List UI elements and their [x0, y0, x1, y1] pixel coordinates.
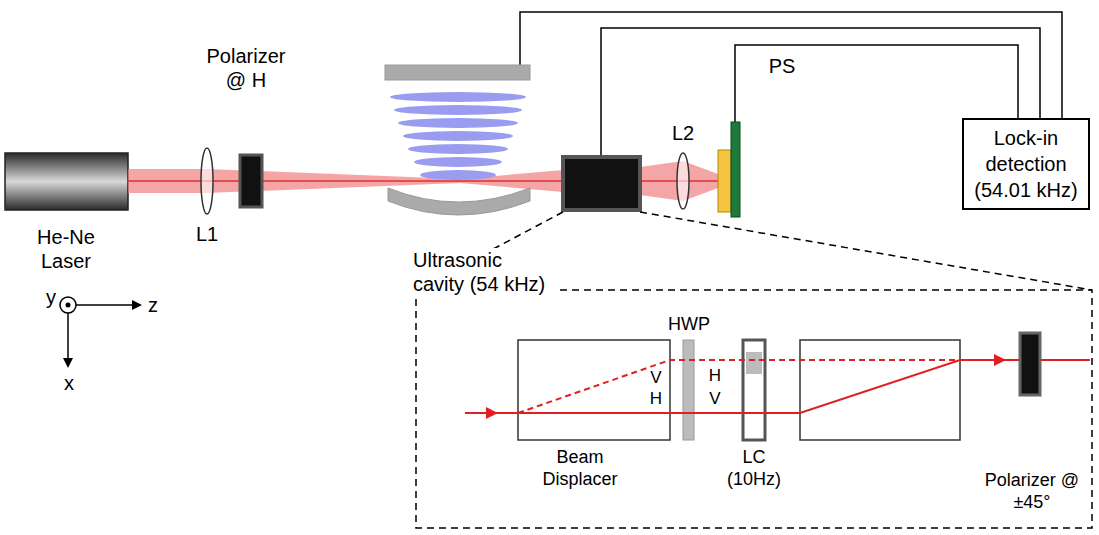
- liquid-crystal: [743, 340, 765, 440]
- part-label: He-Ne Laser: [24, 225, 108, 273]
- axis-out-of-page: [60, 297, 76, 313]
- process-box: Lock-in detection (54.01 kHz): [962, 118, 1090, 210]
- detector-wire: [735, 45, 1018, 122]
- wavefront: [408, 144, 508, 154]
- wavefront: [398, 118, 518, 128]
- polarizer-h: [240, 155, 262, 207]
- beam-displacer: [518, 340, 670, 440]
- arrowhead: [63, 358, 73, 368]
- beam-displacer: [800, 340, 960, 440]
- part-label: x: [62, 371, 76, 395]
- part-label: H: [648, 389, 664, 409]
- part-label: z: [146, 293, 160, 317]
- axis-dot: [66, 303, 71, 308]
- lens-l1: [201, 148, 213, 214]
- part-label: HWP: [666, 314, 712, 336]
- part-label: Polarizer @ ±45°: [980, 470, 1084, 513]
- part-label: PS: [767, 54, 798, 78]
- axis-x: [67, 313, 69, 358]
- part-label: Beam Displacer: [528, 447, 632, 490]
- arrowhead: [486, 407, 498, 419]
- inset-beam: [465, 360, 1090, 413]
- detector-board: [731, 122, 740, 217]
- curved-reflector: [388, 188, 530, 215]
- axis-z: [76, 304, 132, 306]
- lens-l2: [677, 153, 689, 209]
- arrowhead: [132, 300, 142, 310]
- wavefront: [403, 131, 513, 141]
- part-label: Polarizer @ H: [194, 44, 298, 92]
- part-label: y: [44, 285, 58, 309]
- part-label: L2: [670, 121, 696, 145]
- wavefront: [420, 170, 496, 180]
- part-label: H: [707, 366, 723, 386]
- box-text: Lock-in detection (54.01 kHz): [964, 125, 1088, 203]
- part-label: V: [707, 389, 722, 409]
- arrowhead: [994, 354, 1006, 366]
- liquid-crystal-cell: [746, 352, 762, 374]
- wavefront: [390, 92, 526, 102]
- half-wave-plate: [683, 340, 694, 440]
- part-label: LC (10Hz): [717, 447, 791, 490]
- axes: [60, 297, 132, 358]
- laser-body: [5, 153, 128, 210]
- beam-path-h: [465, 360, 1090, 413]
- part-label: V: [648, 368, 663, 388]
- part-label: L1: [194, 222, 220, 246]
- wavefront: [414, 157, 502, 167]
- wavefront: [394, 105, 522, 115]
- photodiode: [718, 150, 731, 212]
- polarization-modulator: [563, 157, 640, 210]
- inset-border: [416, 290, 1092, 528]
- polarizer-45: [1020, 333, 1040, 395]
- part-label: Ultrasonic cavity (54 kHz): [411, 248, 555, 296]
- transducer-plate: [385, 65, 530, 80]
- zoom-line: [640, 212, 1092, 290]
- beam-path-v: [518, 360, 960, 413]
- standing-wave: [390, 92, 526, 180]
